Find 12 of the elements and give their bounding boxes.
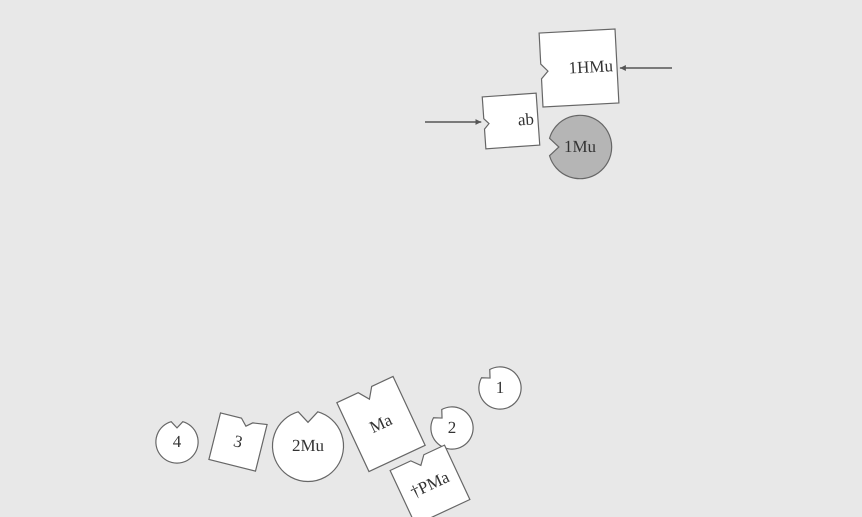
piece-label: 1Mu bbox=[564, 137, 596, 157]
piece-label: ab bbox=[517, 109, 535, 130]
piece-label: 4 bbox=[172, 432, 182, 452]
piece-label: 1 bbox=[496, 378, 504, 398]
arrow bbox=[425, 119, 482, 125]
piece-label: Ma bbox=[366, 410, 396, 438]
arrow bbox=[620, 65, 672, 71]
piece-label: 3 bbox=[231, 431, 245, 453]
piece-label: 2Mu bbox=[292, 436, 324, 456]
piece-label: 2 bbox=[448, 418, 456, 438]
piece-label: †PMa bbox=[407, 467, 453, 503]
piece-label: 1HMu bbox=[568, 56, 614, 79]
